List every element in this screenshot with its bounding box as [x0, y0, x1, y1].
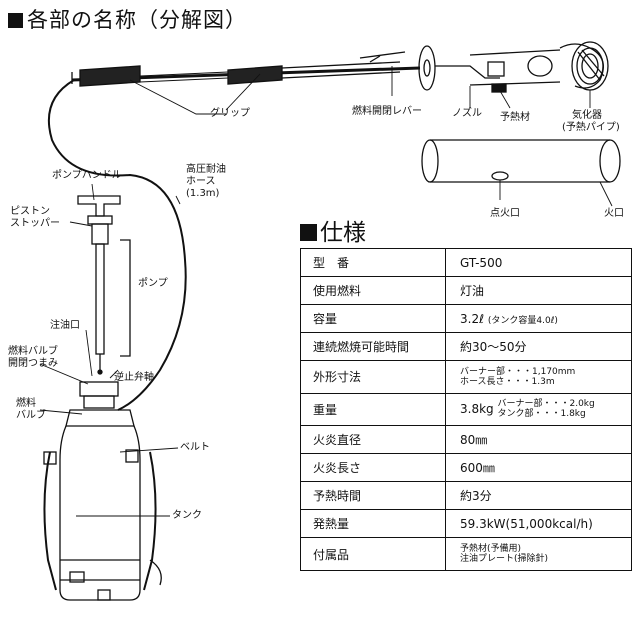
- label-nozzle: ノズル: [452, 108, 482, 119]
- leader-lines: [39, 66, 613, 517]
- burner-rod: [71, 51, 421, 87]
- spec-value: 600㎜: [445, 453, 632, 483]
- spec-row: 予熱時間 約3分: [300, 481, 632, 511]
- label-hose-1: 高圧耐油: [186, 164, 226, 175]
- spec-value-line: 予熱材(予備用): [460, 544, 522, 555]
- spec-value-line: ホース長さ・・・1.3m: [460, 376, 555, 387]
- label-grip: グリップ: [210, 108, 250, 119]
- spec-key: 連続燃焼可能時間: [300, 332, 446, 361]
- spec-row: 発熱量 59.3kW(51,000kcal/h): [300, 509, 632, 539]
- label-fuel-valve-2: バルブ: [16, 410, 46, 421]
- fire-tube: [421, 139, 621, 183]
- label-tank: タンク: [172, 510, 202, 521]
- spec-value-sub: (タンク容量4.0ℓ): [487, 315, 558, 326]
- spec-key: 予熱時間: [300, 481, 446, 511]
- label-vaporizer-sub: (予熱パイプ): [562, 122, 620, 133]
- spec-key: 型 番: [300, 248, 446, 277]
- spec-value: 約30〜50分: [445, 332, 632, 361]
- spec-key: 容量: [300, 304, 446, 333]
- spec-value: 80㎜: [445, 425, 632, 455]
- spec-row: 火炎長さ 600㎜: [300, 453, 632, 483]
- label-check-valve: 逆止弁軸: [114, 372, 154, 383]
- spec-key: 付属品: [300, 537, 446, 571]
- label-fuel-valve-knob-2: 開閉つまみ: [8, 358, 58, 369]
- label-vaporizer: 気化器: [572, 110, 602, 121]
- burner-head: [418, 41, 609, 93]
- spec-key: 火炎直径: [300, 425, 446, 455]
- label-ignition-port: 点火口: [490, 208, 520, 219]
- label-piston-stopper-1: ピストン: [10, 206, 50, 217]
- label-belt: ベルト: [180, 442, 210, 453]
- label-pump-handle: ポンプハンドル: [52, 170, 122, 181]
- label-fire-port: 火口: [604, 208, 624, 219]
- spec-row: 型 番 GT-500: [300, 248, 632, 277]
- spec-key: 火炎長さ: [300, 453, 446, 483]
- spec-row: 容量 3.2ℓ (タンク容量4.0ℓ): [300, 304, 632, 333]
- spec-value: 3.8kg: [460, 402, 494, 417]
- label-fuel-valve-1: 燃料: [16, 398, 36, 409]
- tank: [43, 381, 162, 601]
- spec-value: 59.3kW(51,000kcal/h): [445, 509, 632, 539]
- spec-value: 3.2ℓ: [460, 311, 485, 326]
- spec-value: 約3分: [445, 481, 632, 511]
- spec-value-line: タンク部・・・1.8kg: [497, 409, 586, 420]
- label-preheat-material: 予熱材: [500, 112, 530, 123]
- page-title: 各部の名称（分解図）: [8, 4, 247, 34]
- label-oil-inlet: 注油口: [50, 320, 80, 331]
- spec-key: 重量: [300, 392, 446, 427]
- spec-row: 連続燃焼可能時間 約30〜50分: [300, 332, 632, 361]
- spec-table: 型 番 GT-500 使用燃料 灯油 容量 3.2ℓ (タンク容量4.0ℓ) 連…: [300, 248, 632, 571]
- spec-value: GT-500: [445, 248, 632, 277]
- spec-value-line: バーナー部・・・1,170mm: [460, 366, 576, 377]
- spec-title: 仕様: [300, 213, 366, 247]
- label-piston-stopper-2: ストッパー: [10, 218, 60, 229]
- spec-value-cell: 3.2ℓ (タンク容量4.0ℓ): [445, 304, 632, 333]
- pump: [77, 195, 131, 375]
- spec-key: 発熱量: [300, 509, 446, 539]
- spec-key: 使用燃料: [300, 276, 446, 305]
- spec-row: 使用燃料 灯油: [300, 276, 632, 305]
- spec-row: 火炎直径 80㎜: [300, 425, 632, 455]
- spec-key: 外形寸法: [300, 360, 446, 394]
- label-fuel-lever: 燃料開閉レバー: [352, 106, 422, 117]
- label-hose-3: (1.3m): [186, 188, 220, 199]
- title-square-icon: [8, 13, 23, 28]
- spec-value-cell: 予熱材(予備用)注油プレート(掃除針): [445, 537, 632, 571]
- hose: [47, 79, 187, 411]
- label-fuel-valve-knob-1: 燃料バルブ: [8, 346, 58, 357]
- spec-value-line: バーナー部・・・2.0kg: [497, 399, 595, 410]
- label-pump: ポンプ: [138, 278, 168, 289]
- spec-value: 灯油: [445, 276, 632, 305]
- spec-value-line: 注油プレート(掃除針): [460, 554, 549, 565]
- label-hose-2: ホース: [186, 176, 216, 187]
- spec-row: 付属品 予熱材(予備用)注油プレート(掃除針): [300, 537, 632, 571]
- spec-square-icon: [300, 224, 317, 241]
